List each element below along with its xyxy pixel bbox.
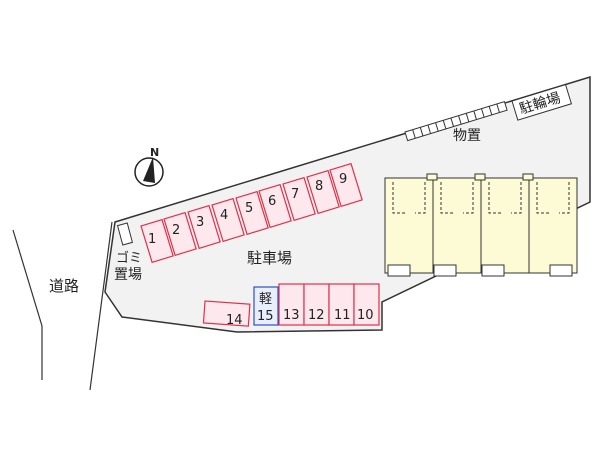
space-8 xyxy=(306,169,340,215)
space-10 xyxy=(353,283,380,326)
space-label-1: 1 xyxy=(148,232,156,247)
space-7 xyxy=(282,176,316,222)
space-label-7: 7 xyxy=(291,187,299,202)
bike-rack xyxy=(404,100,508,142)
space-label-5: 5 xyxy=(245,201,253,216)
space-1 xyxy=(140,218,174,264)
unit-4-entrance xyxy=(549,264,573,277)
space-9 xyxy=(329,162,363,208)
garbage-area xyxy=(116,222,134,246)
unit-1 xyxy=(384,177,434,274)
unit-1-entrance xyxy=(387,264,411,277)
garbage-label-bottom: 置場 xyxy=(114,267,142,283)
space-13 xyxy=(278,283,305,326)
road-edge-right xyxy=(89,221,113,391)
space-14 xyxy=(202,300,251,327)
space-label-9: 9 xyxy=(339,172,347,187)
space-4 xyxy=(211,197,245,243)
parking-label: 駐車場 xyxy=(247,249,292,267)
space-label-6: 6 xyxy=(268,194,276,209)
unit-3 xyxy=(480,177,530,274)
unit-2 xyxy=(432,177,482,274)
storage-label: 物置 xyxy=(453,128,481,144)
space-2 xyxy=(163,211,197,257)
space-5 xyxy=(235,190,269,236)
road-edge-left xyxy=(12,229,43,380)
space-3 xyxy=(187,204,221,250)
north-label: N xyxy=(150,146,159,159)
unit-2-entrance xyxy=(433,264,457,277)
space-15-kei xyxy=(253,286,279,326)
space-label-3: 3 xyxy=(196,215,204,230)
kei-label: 軽 xyxy=(259,292,272,307)
space-label-8: 8 xyxy=(315,179,323,194)
space-label-14: 14 xyxy=(226,313,243,328)
garbage-label-top: ゴミ xyxy=(116,250,142,266)
building xyxy=(384,173,578,277)
space-6 xyxy=(258,183,292,229)
unit-3-entrance xyxy=(481,264,505,277)
space-label-12: 12 xyxy=(308,308,325,323)
unit-4 xyxy=(528,177,578,274)
compass-icon: N xyxy=(134,146,164,187)
space-label-2: 2 xyxy=(172,223,180,238)
space-label-10: 10 xyxy=(357,308,374,323)
space-label-4: 4 xyxy=(220,208,228,223)
space-11 xyxy=(328,283,355,326)
road-label: 道路 xyxy=(49,277,79,295)
space-label-15: 15 xyxy=(257,309,274,324)
space-label-11: 11 xyxy=(334,308,351,323)
space-label-13: 13 xyxy=(283,308,300,323)
